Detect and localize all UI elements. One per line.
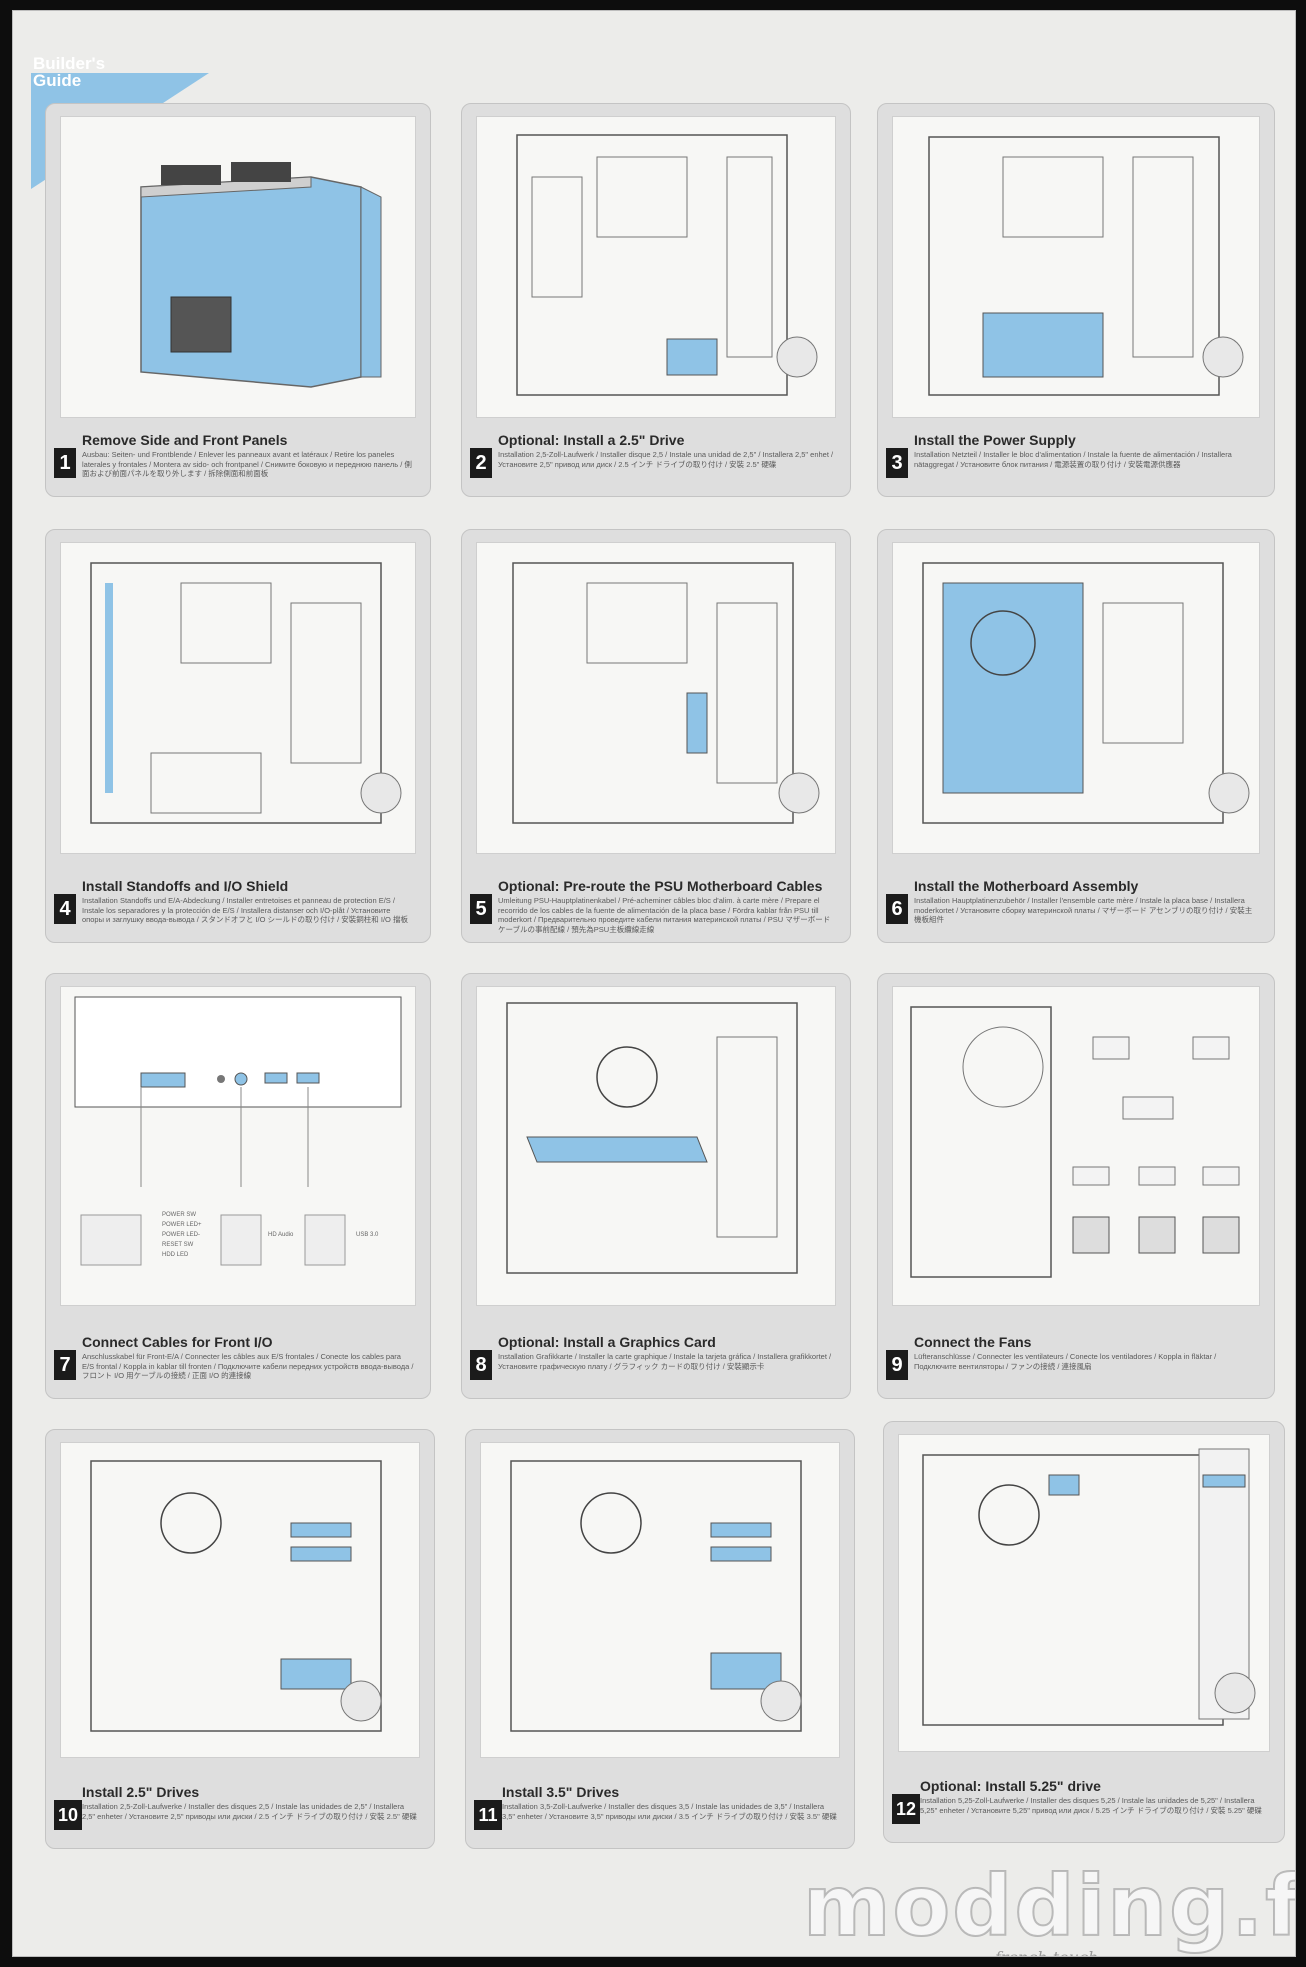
watermark-brand: modding.fr [802,1856,1296,1956]
step-2-number: 2 [470,448,492,478]
front-io-illustration [60,986,416,1306]
guide-sheet: Builder's Guide 1 Remove Side and Front … [12,10,1296,1957]
step-6-number: 6 [886,894,908,924]
step-1-number: 1 [54,448,76,478]
step-10-title: Install 2.5" Drives [82,1784,200,1800]
step-2-title: Optional: Install a 2.5" Drive [498,432,685,448]
drive-25-illustration [476,116,836,418]
step-2-subtitle: Installation 2,5-Zoll-Laufwerk / Install… [498,450,834,469]
step-6-title: Install the Motherboard Assembly [914,878,1139,894]
step-7-subtitle: Anschlusskabel für Front-E/A / Connecter… [82,1352,414,1380]
step-3-panel: 3 Install the Power Supply Installation … [877,103,1275,497]
step-1-panel: 1 Remove Side and Front Panels Ausbau: S… [45,103,431,497]
step-8-number: 8 [470,1350,492,1380]
step-9-number: 9 [886,1350,908,1380]
step-9-title: Connect the Fans [914,1334,1032,1350]
step-4-panel: 4 Install Standoffs and I/O Shield Insta… [45,529,431,943]
graphics-card-illustration [476,986,836,1306]
case-panels-illustration [60,116,416,418]
step-4-subtitle: Installation Standoffs und E/A-Abdeckung… [82,896,408,924]
front-io-label-usb: USB 3.0 [356,1232,379,1238]
step-7-title: Connect Cables for Front I/O [82,1334,273,1350]
step-8-subtitle: Installation Grafikkarte / Installer la … [498,1352,832,1371]
banner-text: Builder's Guide [33,54,106,90]
step-4-number: 4 [54,894,76,924]
front-io-label-power-led-minus: POWER LED- [162,1232,201,1238]
step-5-panel: 5 Optional: Pre-route the PSU Motherboar… [461,529,851,943]
motherboard-illustration [892,542,1260,854]
step-4-title: Install Standoffs and I/O Shield [82,878,289,894]
front-io-label-power-sw: POWER SW [162,1212,196,1218]
step-6-panel: 6 Install the Motherboard Assembly Insta… [877,529,1275,943]
step-8-panel: 8 Optional: Install a Graphics Card Inst… [461,973,851,1399]
step-5-subtitle: Umleitung PSU-Hauptplatinenkabel / Pré-a… [498,896,831,934]
front-io-label-hd-audio: HD Audio [268,1232,294,1238]
step-1-title: Remove Side and Front Panels [82,432,288,448]
step-7-number: 7 [54,1350,76,1380]
front-io-label-power-led-plus: POWER LED+ [162,1222,202,1228]
step-12-number: 12 [892,1794,920,1824]
step-3-title: Install the Power Supply [914,432,1076,448]
front-io-label-reset-sw: RESET SW [162,1242,194,1248]
step-7-panel: POWER SW POWER LED+ POWER LED- RESET SW … [45,973,431,1399]
drive-525-illustration [898,1434,1270,1752]
step-8-title: Optional: Install a Graphics Card [498,1334,716,1350]
drives-35-illustration [480,1442,840,1758]
psu-cables-illustration [476,542,836,854]
step-10-panel: 10 Install 2.5" Drives Installation 2,5-… [45,1429,435,1849]
step-10-subtitle: Installation 2,5-Zoll-Laufwerke / Instal… [82,1802,417,1821]
step-11-panel: 11 Install 3.5" Drives Installation 3,5-… [465,1429,855,1849]
step-5-number: 5 [470,894,492,924]
step-9-subtitle: Lüfteranschlüsse / Connecter les ventila… [914,1352,1217,1371]
step-2-panel: 2 Optional: Install a 2.5" Drive Install… [461,103,851,497]
watermark-tagline: french touch [995,1948,1098,1956]
step-5-title: Optional: Pre-route the PSU Motherboard … [498,878,823,894]
step-3-subtitle: Installation Netzteil / Installer le blo… [914,450,1232,469]
step-3-number: 3 [886,448,908,478]
fans-illustration [892,986,1260,1306]
front-io-label-hdd-led: HDD LED [162,1252,189,1258]
step-11-title: Install 3.5" Drives [502,1784,620,1800]
drives-25-illustration [60,1442,420,1758]
step-12-subtitle: Installation 5,25-Zoll-Laufwerke / Insta… [920,1796,1262,1815]
psu-illustration [892,116,1260,418]
step-11-subtitle: Installation 3,5-Zoll-Laufwerke / Instal… [502,1802,837,1821]
standoffs-illustration [60,542,416,854]
step-1-subtitle: Ausbau: Seiten- und Frontblende / Enleve… [82,450,412,478]
step-12-title: Optional: Install 5.25" drive [920,1778,1101,1794]
step-12-panel: 12 Optional: Install 5.25" drive Install… [883,1421,1285,1843]
step-9-panel: 9 Connect the Fans Lüfteranschlüsse / Co… [877,973,1275,1399]
step-6-subtitle: Installation Hauptplatinenzubehör / Inst… [914,896,1253,924]
step-11-number: 11 [474,1800,502,1830]
step-10-number: 10 [54,1800,82,1830]
